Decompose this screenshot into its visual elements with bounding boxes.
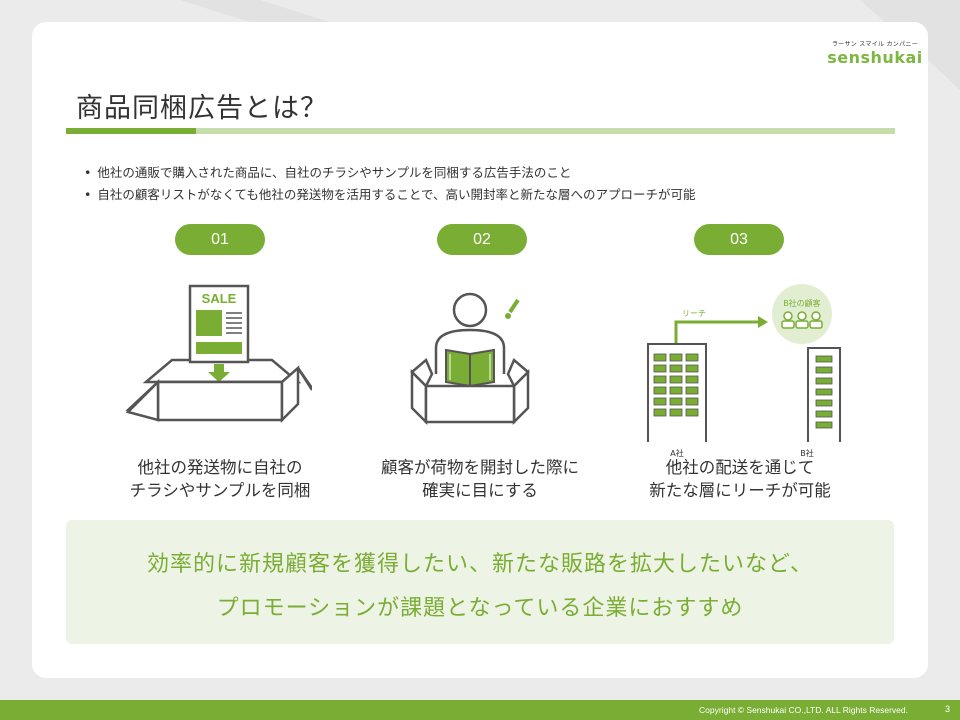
window-icon — [685, 364, 699, 373]
window-icon — [653, 408, 667, 417]
window-icon — [815, 388, 833, 396]
window-icon — [815, 410, 833, 418]
title-underline — [196, 128, 895, 134]
window-icon — [653, 364, 667, 373]
window-icon — [685, 408, 699, 417]
window-icon — [685, 375, 699, 384]
page-title: 商品同梱広告とは？ — [76, 93, 328, 124]
step-number-03: 03 — [694, 224, 784, 255]
bullet-item: 自社の顧客リストがなくても他社の発送物を活用することで、高い開封率と新たな層への… — [84, 184, 695, 206]
slide-card: ラーサン スマイル カンパニー senshukai 商品同梱広告とは？ 他社の通… — [32, 22, 928, 678]
window-icon — [815, 421, 833, 429]
caption-line: 他社の配送を通じて — [665, 458, 815, 477]
senshukai-logo: senshukai — [827, 48, 923, 67]
reach-label: リーチ — [682, 309, 706, 318]
window-icon — [669, 375, 683, 384]
window-icon — [653, 386, 667, 395]
a-company-label: A社 — [670, 449, 684, 458]
b-company-customers-label: B社の顧客 — [783, 298, 820, 308]
title-underline-accent — [66, 128, 196, 134]
window-icon — [685, 397, 699, 406]
b-company-building-icon — [807, 347, 841, 442]
open-book-icon — [445, 348, 495, 388]
callout-line: 効率的に新規顧客を獲得したい、新たな販路を拡大したいなど、 — [147, 552, 813, 577]
reach-diagram-icon: B社の顧客 リーチ — [647, 284, 841, 442]
window-icon — [669, 353, 683, 362]
caption-line: 他社の発送物に自社の — [137, 458, 303, 477]
step-01-caption: 他社の発送物に自社の チラシやサンプルを同梱 — [90, 456, 350, 502]
step-number-01: 01 — [175, 224, 265, 255]
caption-line: チラシやサンプルを同梱 — [129, 481, 311, 500]
window-icon — [653, 353, 667, 362]
window-icon — [685, 386, 699, 395]
window-icon — [685, 353, 699, 362]
window-icon — [653, 397, 667, 406]
caption-line: 顧客が荷物を開封した際に — [381, 458, 579, 477]
logo-tagline: ラーサン スマイル カンパニー — [831, 41, 918, 48]
window-icon — [653, 375, 667, 384]
recommendation-callout: 効率的に新規顧客を獲得したい、新たな販路を拡大したいなど、 プロモーションが課題… — [66, 520, 894, 644]
flyer-sale-text: SALE — [202, 291, 237, 306]
window-icon — [815, 366, 833, 374]
customers-icon — [781, 311, 823, 329]
step-03-caption: 他社の配送を通じて 新たな層にリーチが可能 — [610, 456, 870, 502]
sale-flyer-icon: SALE — [188, 284, 250, 364]
window-icon — [669, 386, 683, 395]
b-company-label: B社 — [800, 449, 814, 458]
person-reading-icon — [410, 292, 530, 426]
caption-line: 確実に目にする — [422, 481, 538, 500]
window-icon — [815, 377, 833, 385]
window-icon — [815, 399, 833, 407]
window-icon — [815, 355, 833, 363]
step-number-02: 02 — [437, 224, 527, 255]
box-with-flyer-icon: SALE — [125, 284, 312, 424]
a-company-building-icon — [647, 343, 707, 442]
copyright-text: Copyright © Senshukai CO.,LTD. ALL Right… — [699, 705, 908, 715]
callout-line: プロモーションが課題となっている企業におすすめ — [216, 596, 744, 621]
footer-bar: Copyright © Senshukai CO.,LTD. ALL Right… — [0, 700, 960, 720]
bullet-list: 他社の通販で購入された商品に、自社のチラシやサンプルを同梱する広告手法のこと 自… — [84, 162, 696, 206]
bullet-item: 他社の通販で購入された商品に、自社のチラシやサンプルを同梱する広告手法のこと — [84, 162, 696, 184]
page-number: 3 — [944, 704, 950, 714]
caption-line: 新たな層にリーチが可能 — [649, 481, 831, 500]
window-icon — [669, 408, 683, 417]
window-icon — [669, 364, 683, 373]
step-02-caption: 顧客が荷物を開封した際に 確実に目にする — [350, 456, 610, 502]
window-icon — [669, 397, 683, 406]
